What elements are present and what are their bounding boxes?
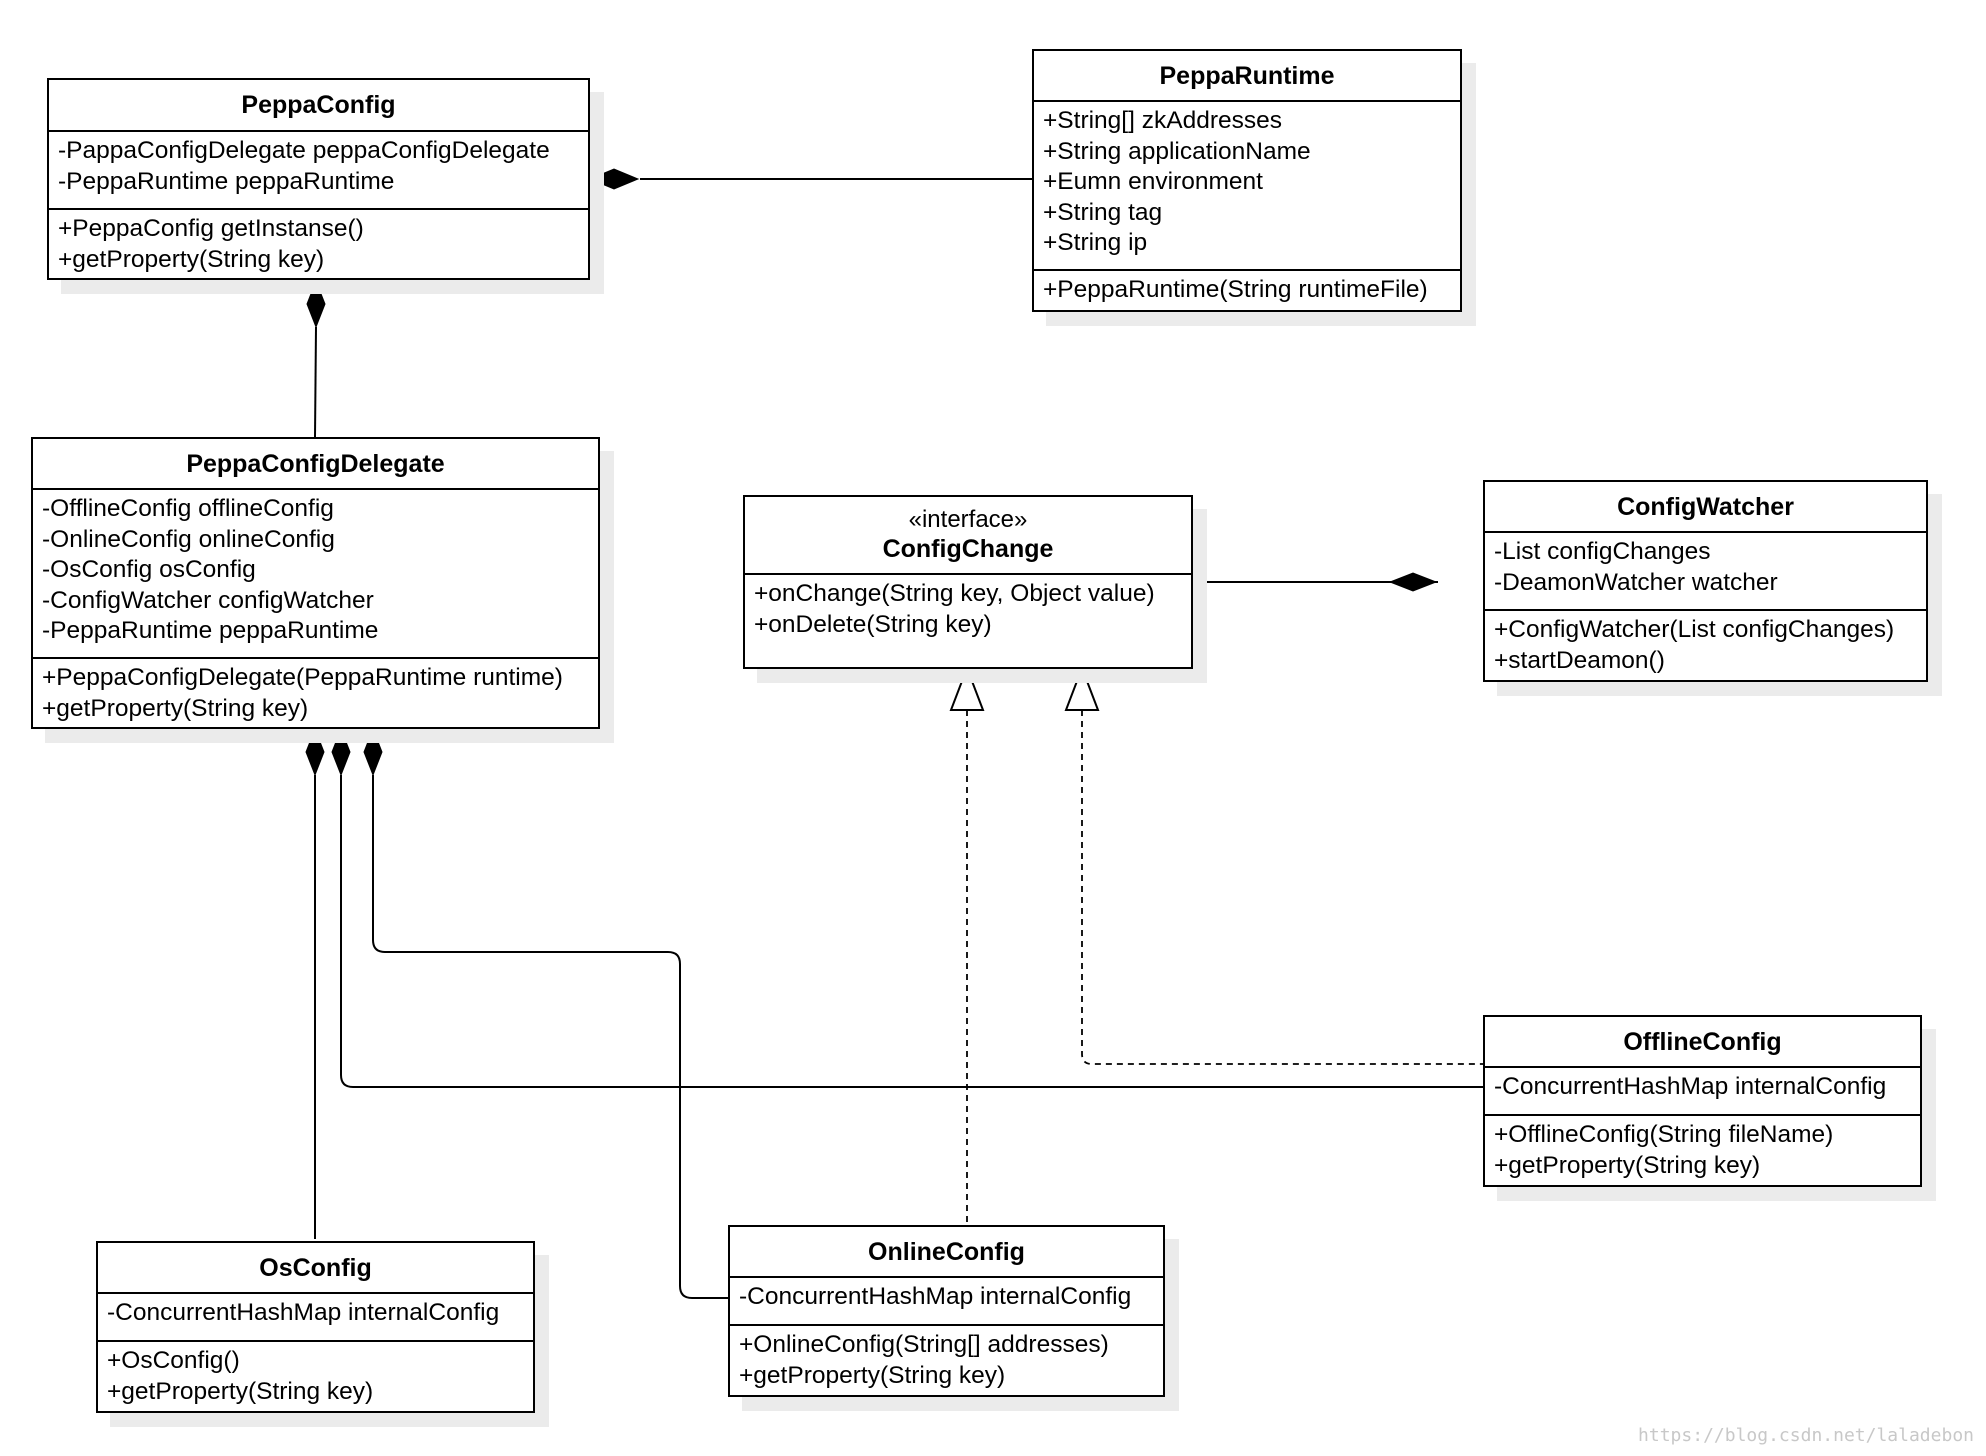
- operation: +OsConfig(): [107, 1347, 240, 1374]
- class-peppa-config-delegate: PeppaConfigDelegate -OfflineConfig offli…: [31, 437, 600, 729]
- attribute: -OsConfig osConfig: [42, 556, 256, 583]
- operation: +onDelete(String key): [754, 610, 992, 638]
- attribute: -PappaConfigDelegate peppaConfigDelegate: [58, 137, 550, 164]
- attribute: -PeppaRuntime peppaRuntime: [42, 617, 379, 644]
- attribute: -ConcurrentHashMap internalConfig: [739, 1283, 1132, 1310]
- attributes-section: -List configChanges -DeamonWatcher watch…: [1485, 533, 1926, 609]
- attribute: -List configChanges: [1494, 538, 1711, 565]
- operation: +onChange(String key, Object value): [754, 580, 1155, 607]
- interface-config-change: «interface» ConfigChange +onChange(Strin…: [743, 495, 1193, 669]
- composition-diamond-onlineconfig: [363, 727, 383, 777]
- operation: +getProperty(String key): [1494, 1151, 1761, 1179]
- operations-section: +ConfigWatcher(List configChanges) +star…: [1485, 609, 1926, 680]
- operations-section: +OnlineConfig(String[] addresses) +getPr…: [730, 1324, 1163, 1395]
- watermark: https://blog.csdn.net/laladebon: [1638, 1425, 1974, 1446]
- composition-diamond-delegate: [306, 279, 326, 329]
- realization-arrowhead-offline: [1064, 665, 1100, 711]
- composition-line-delegate: [314, 326, 317, 438]
- attributes-section: -PappaConfigDelegate peppaConfigDelegate…: [49, 132, 588, 208]
- attributes-section: -ConcurrentHashMap internalConfig: [1485, 1068, 1920, 1114]
- attribute: -DeamonWatcher watcher: [1494, 568, 1778, 596]
- operations-section: +OsConfig() +getProperty(String key): [98, 1340, 533, 1411]
- attribute: -ConcurrentHashMap internalConfig: [1494, 1073, 1887, 1100]
- class-name: PeppaConfig: [241, 91, 396, 119]
- class-header: PeppaConfigDelegate: [33, 439, 598, 490]
- operation: +startDeamon(): [1494, 646, 1665, 674]
- class-header: PeppaConfig: [49, 80, 588, 132]
- class-header: OsConfig: [98, 1243, 533, 1294]
- operation: +PeppaRuntime(String runtimeFile): [1043, 276, 1428, 303]
- attribute: +String ip: [1043, 229, 1148, 256]
- realization-arrowhead-online: [949, 665, 985, 711]
- class-header: ConfigWatcher: [1485, 482, 1926, 533]
- class-peppa-runtime: PeppaRuntime +String[] zkAddresses +Stri…: [1032, 49, 1462, 312]
- class-offline-config: OfflineConfig -ConcurrentHashMap interna…: [1483, 1015, 1922, 1187]
- class-header: OnlineConfig: [730, 1227, 1163, 1278]
- stereotype: «interface»: [908, 506, 1028, 533]
- class-header: PeppaRuntime: [1034, 51, 1460, 102]
- attribute: +String tag: [1043, 198, 1163, 226]
- operation: +OfflineConfig(String fileName): [1494, 1121, 1834, 1148]
- attributes-section: +String[] zkAddresses +String applicatio…: [1034, 102, 1460, 269]
- attribute: +String[] zkAddresses: [1043, 107, 1282, 134]
- composition-diamond-offlineconfig: [331, 727, 351, 777]
- attribute: +String applicationName: [1043, 137, 1311, 165]
- operations-section: +PeppaConfigDelegate(PeppaRuntime runtim…: [33, 657, 598, 728]
- class-name: OfflineConfig: [1623, 1027, 1782, 1056]
- operation: +PeppaConfig getInstanse(): [58, 215, 364, 242]
- attribute: +Eumn environment: [1043, 168, 1263, 195]
- operation: +getProperty(String key): [58, 245, 325, 273]
- composition-diamond-watcher: [1388, 572, 1438, 592]
- composition-line-offlineconfig: [340, 775, 1483, 1088]
- attribute: -PeppaRuntime peppaRuntime: [58, 167, 395, 195]
- composition-line-onlineconfig: [372, 775, 728, 1299]
- class-peppa-config: PeppaConfig -PappaConfigDelegate peppaCo…: [47, 78, 590, 280]
- attribute: -OfflineConfig offlineConfig: [42, 495, 334, 522]
- attributes-section: -ConcurrentHashMap internalConfig: [98, 1294, 533, 1340]
- operation: +getProperty(String key): [107, 1377, 374, 1405]
- operations-section: +PeppaRuntime(String runtimeFile): [1034, 269, 1460, 310]
- operation: +getProperty(String key): [42, 694, 309, 722]
- class-header: «interface» ConfigChange: [745, 497, 1191, 575]
- class-name: ConfigChange: [882, 535, 1054, 563]
- attribute: -ConfigWatcher configWatcher: [42, 586, 374, 614]
- attribute: -ConcurrentHashMap internalConfig: [107, 1299, 500, 1326]
- operations-section: +PeppaConfig getInstanse() +getProperty(…: [49, 208, 588, 279]
- class-name: PeppaConfigDelegate: [186, 449, 445, 478]
- attribute: -OnlineConfig onlineConfig: [42, 525, 335, 553]
- class-header: OfflineConfig: [1485, 1017, 1920, 1068]
- operation: +ConfigWatcher(List configChanges): [1494, 616, 1895, 643]
- class-name: ConfigWatcher: [1617, 492, 1794, 521]
- class-config-watcher: ConfigWatcher -List configChanges -Deamo…: [1483, 480, 1928, 682]
- class-name: PeppaRuntime: [1159, 61, 1335, 90]
- realization-line-offline: [1081, 710, 1483, 1065]
- composition-diamond-runtime: [588, 168, 640, 190]
- class-name: OnlineConfig: [868, 1237, 1025, 1266]
- composition-diamond-osconfig: [305, 727, 325, 777]
- operation: +getProperty(String key): [739, 1361, 1006, 1389]
- attributes-section: -ConcurrentHashMap internalConfig: [730, 1278, 1163, 1324]
- attributes-section: -OfflineConfig offlineConfig -OnlineConf…: [33, 490, 598, 657]
- operation: +OnlineConfig(String[] addresses): [739, 1331, 1109, 1358]
- operations-section: +OfflineConfig(String fileName) +getProp…: [1485, 1114, 1920, 1185]
- operation: +PeppaConfigDelegate(PeppaRuntime runtim…: [42, 664, 563, 691]
- class-name: OsConfig: [259, 1253, 372, 1282]
- class-os-config: OsConfig -ConcurrentHashMap internalConf…: [96, 1241, 535, 1413]
- operations-section: +onChange(String key, Object value) +onD…: [745, 575, 1191, 644]
- class-online-config: OnlineConfig -ConcurrentHashMap internal…: [728, 1225, 1165, 1397]
